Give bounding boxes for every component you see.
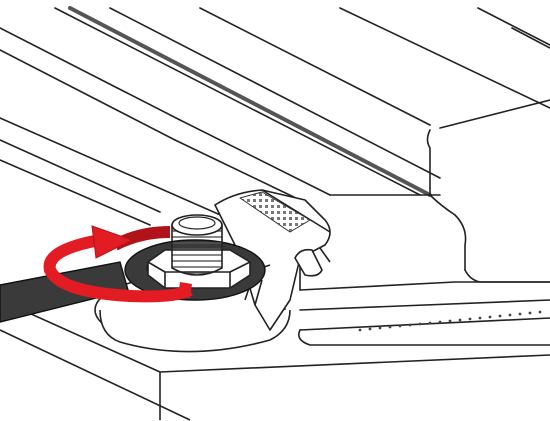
clamp-grip-pattern: [239, 191, 311, 233]
clockwise-arrow-icon: [43, 225, 193, 303]
nut-icon: [147, 214, 251, 289]
vent-dots: [358, 310, 542, 332]
battery-lid: [0, 6, 550, 346]
